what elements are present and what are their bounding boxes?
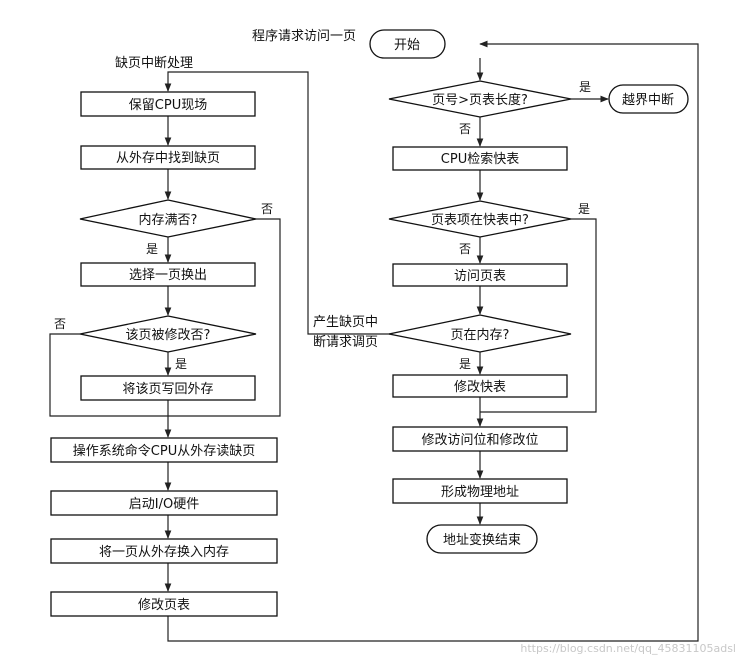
in-tlb-label: 页表项在快表中?: [431, 213, 529, 228]
in-memory-decision: 页在内存?: [388, 314, 572, 353]
start-label: 开始: [394, 38, 420, 53]
cpu-search-tlb-box: CPU检索快表: [392, 146, 568, 171]
os-read-box: 操作系统命令CPU从外存读缺页: [50, 437, 278, 463]
page-modified-label: 该页被修改否?: [126, 328, 211, 343]
physical-addr-box: 形成物理地址: [392, 478, 568, 504]
page-modified-decision: 该页被修改否?: [79, 315, 257, 353]
check-bound-yes: 是: [579, 80, 591, 94]
in-memory-label: 页在内存?: [451, 327, 510, 343]
select-swap-box: 选择一页换出: [80, 262, 256, 287]
check-bound-no: 否: [459, 122, 471, 136]
start-io-label: 启动I/O硬件: [129, 497, 199, 512]
save-cpu-label: 保留CPU现场: [129, 98, 207, 113]
select-swap-label: 选择一页换出: [129, 268, 207, 283]
check-bound-label: 页号>页表长度?: [432, 92, 528, 108]
in-tlb-decision: 页表项在快表中?: [388, 200, 572, 238]
watermark: https://blog.csdn.net/qq_45831105adsl: [520, 642, 736, 655]
save-cpu-box: 保留CPU现场: [80, 91, 256, 117]
end-node: 地址变换结束: [426, 524, 538, 554]
out-of-bounds-node: 越界中断: [608, 84, 689, 114]
modify-tlb-label: 修改快表: [454, 380, 506, 395]
in-tlb-yes: 是: [578, 202, 590, 216]
in-memory-yes: 是: [459, 357, 471, 371]
cpu-search-tlb-label: CPU检索快表: [441, 152, 519, 167]
start-request-label: 程序请求访问一页: [252, 29, 356, 44]
trigger-label-line1: 产生缺页中: [313, 315, 378, 330]
modify-tlb-box: 修改快表: [392, 374, 568, 398]
page-modified-no: 否: [54, 317, 66, 331]
modify-bits-box: 修改访问位和修改位: [392, 426, 568, 452]
os-read-label: 操作系统命令CPU从外存读缺页: [73, 443, 255, 459]
mem-full-label: 内存满否?: [139, 212, 198, 228]
start-io-box: 启动I/O硬件: [50, 490, 278, 516]
swap-in-box: 将一页从外存换入内存: [50, 538, 278, 564]
write-back-box: 将该页写回外存: [80, 375, 256, 401]
check-bound-decision: 页号>页表长度?: [388, 80, 572, 118]
in-tlb-no: 否: [459, 242, 471, 256]
modify-page-table-box: 修改页表: [50, 591, 278, 617]
swap-in-label: 将一页从外存换入内存: [99, 544, 229, 560]
out-of-bounds-label: 越界中断: [622, 93, 674, 108]
connectors: [49, 40, 699, 642]
physical-addr-label: 形成物理地址: [441, 485, 519, 500]
end-label: 地址变换结束: [443, 532, 521, 548]
mem-full-yes: 是: [146, 242, 158, 256]
mem-full-decision: 内存满否?: [79, 199, 257, 238]
trigger-label-line2: 断请求调页: [313, 335, 378, 350]
modify-bits-label: 修改访问位和修改位: [421, 433, 538, 448]
write-back-label: 将该页写回外存: [122, 382, 213, 397]
page-modified-yes: 是: [175, 357, 187, 371]
find-page-label: 从外存中找到缺页: [116, 151, 220, 166]
find-page-box: 从外存中找到缺页: [80, 145, 256, 170]
modify-page-table-label: 修改页表: [138, 598, 190, 613]
page-fault-title: 缺页中断处理: [115, 56, 193, 71]
visit-page-table-label: 访问页表: [454, 269, 506, 284]
visit-page-table-box: 访问页表: [392, 263, 568, 287]
start-node: 开始: [369, 29, 446, 59]
mem-full-no: 否: [261, 202, 273, 216]
